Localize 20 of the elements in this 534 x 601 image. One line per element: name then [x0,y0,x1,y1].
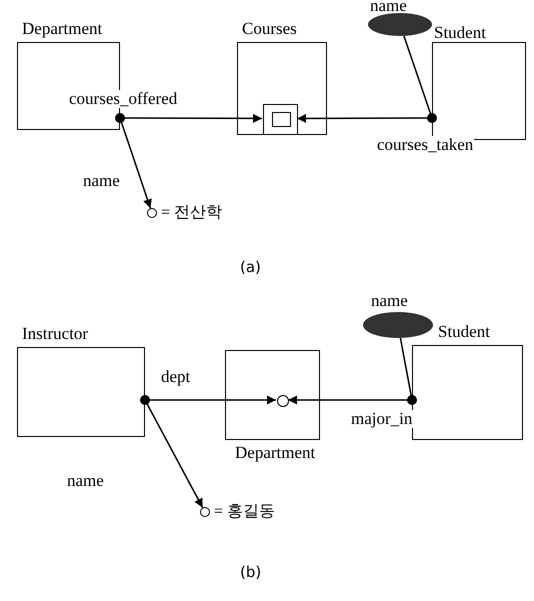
edge-label: major_in [350,410,414,428]
arrow [288,395,417,405]
value-text: = 홍길동 [214,503,276,521]
entity-name: Student [434,24,486,42]
attribute-label: name [370,0,407,15]
panel-label: (b) [240,563,262,581]
edge-label: courses_taken [376,136,474,154]
value-text: = 전산학 [161,204,222,222]
entity-name: Department [235,444,316,462]
entity-name: Student [438,323,490,341]
attribute-label: name [371,292,408,310]
panel-label: (a) [240,258,261,276]
arrow [297,113,437,123]
edge-label: dept [160,368,192,386]
entity-name: Courses [242,20,297,38]
entity-name: Department [22,20,102,38]
edge-label: courses_offered [68,90,178,108]
arrow [115,113,262,123]
arrow [140,395,276,405]
entity-name: Instructor [22,325,88,343]
